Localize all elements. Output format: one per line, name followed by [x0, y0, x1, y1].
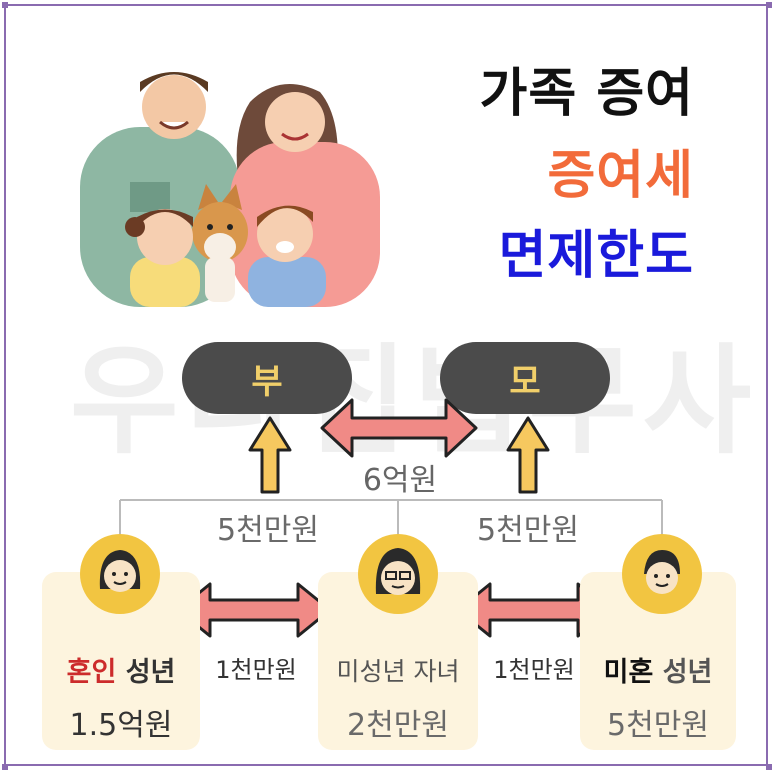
title-line-2: 증여세: [547, 146, 694, 206]
title-line-1: 가족 증여: [479, 64, 694, 124]
child-emphasis-unmarried: 미혼: [603, 657, 654, 688]
frame-corner: [766, 2, 772, 8]
spouse-amount: 6억원: [362, 463, 438, 498]
image-frame: [4, 4, 768, 766]
frame-corner: [2, 764, 8, 770]
sibling-amount-left: 1천만원: [215, 656, 297, 684]
woman-avatar-icon: [80, 534, 160, 614]
child-label-married: 혼인 성년: [42, 650, 200, 689]
family-illustration: [80, 72, 380, 307]
double-arrow-icon: [320, 398, 478, 458]
up-arrow-icon: [248, 416, 292, 494]
girl-glasses-avatar-icon: [358, 534, 438, 614]
child-type-married: 성년: [116, 657, 176, 688]
sibling-amount-right: 1천만원: [493, 656, 575, 684]
double-arrow-icon: [176, 582, 332, 638]
child-label-minor: 미성년 자녀: [336, 657, 460, 686]
mother-branch-amount: 5천만원: [477, 513, 579, 548]
watermark-text: 우리집법무사: [70, 332, 758, 470]
mother-node: 모: [440, 342, 610, 414]
child-amount-married: 1.5억원: [69, 708, 173, 743]
father-branch-amount: 5천만원: [217, 513, 319, 548]
child-emphasis-married: 혼인: [66, 657, 117, 688]
frame-corner: [2, 2, 8, 8]
child-amount-unmarried: 5천만원: [607, 708, 709, 743]
mother-label: 모: [509, 361, 541, 402]
child-label-unmarried: 미혼 성년: [580, 650, 736, 689]
frame-corner: [766, 764, 772, 770]
father-node: 부: [182, 342, 352, 414]
child-type-unmarried: 성년: [653, 657, 713, 688]
child-amount-minor: 2천만원: [347, 708, 449, 743]
father-label: 부: [251, 361, 283, 402]
boy-avatar-icon: [622, 534, 702, 614]
up-arrow-icon: [506, 416, 550, 494]
title-line-3: 면제한도: [498, 226, 694, 286]
